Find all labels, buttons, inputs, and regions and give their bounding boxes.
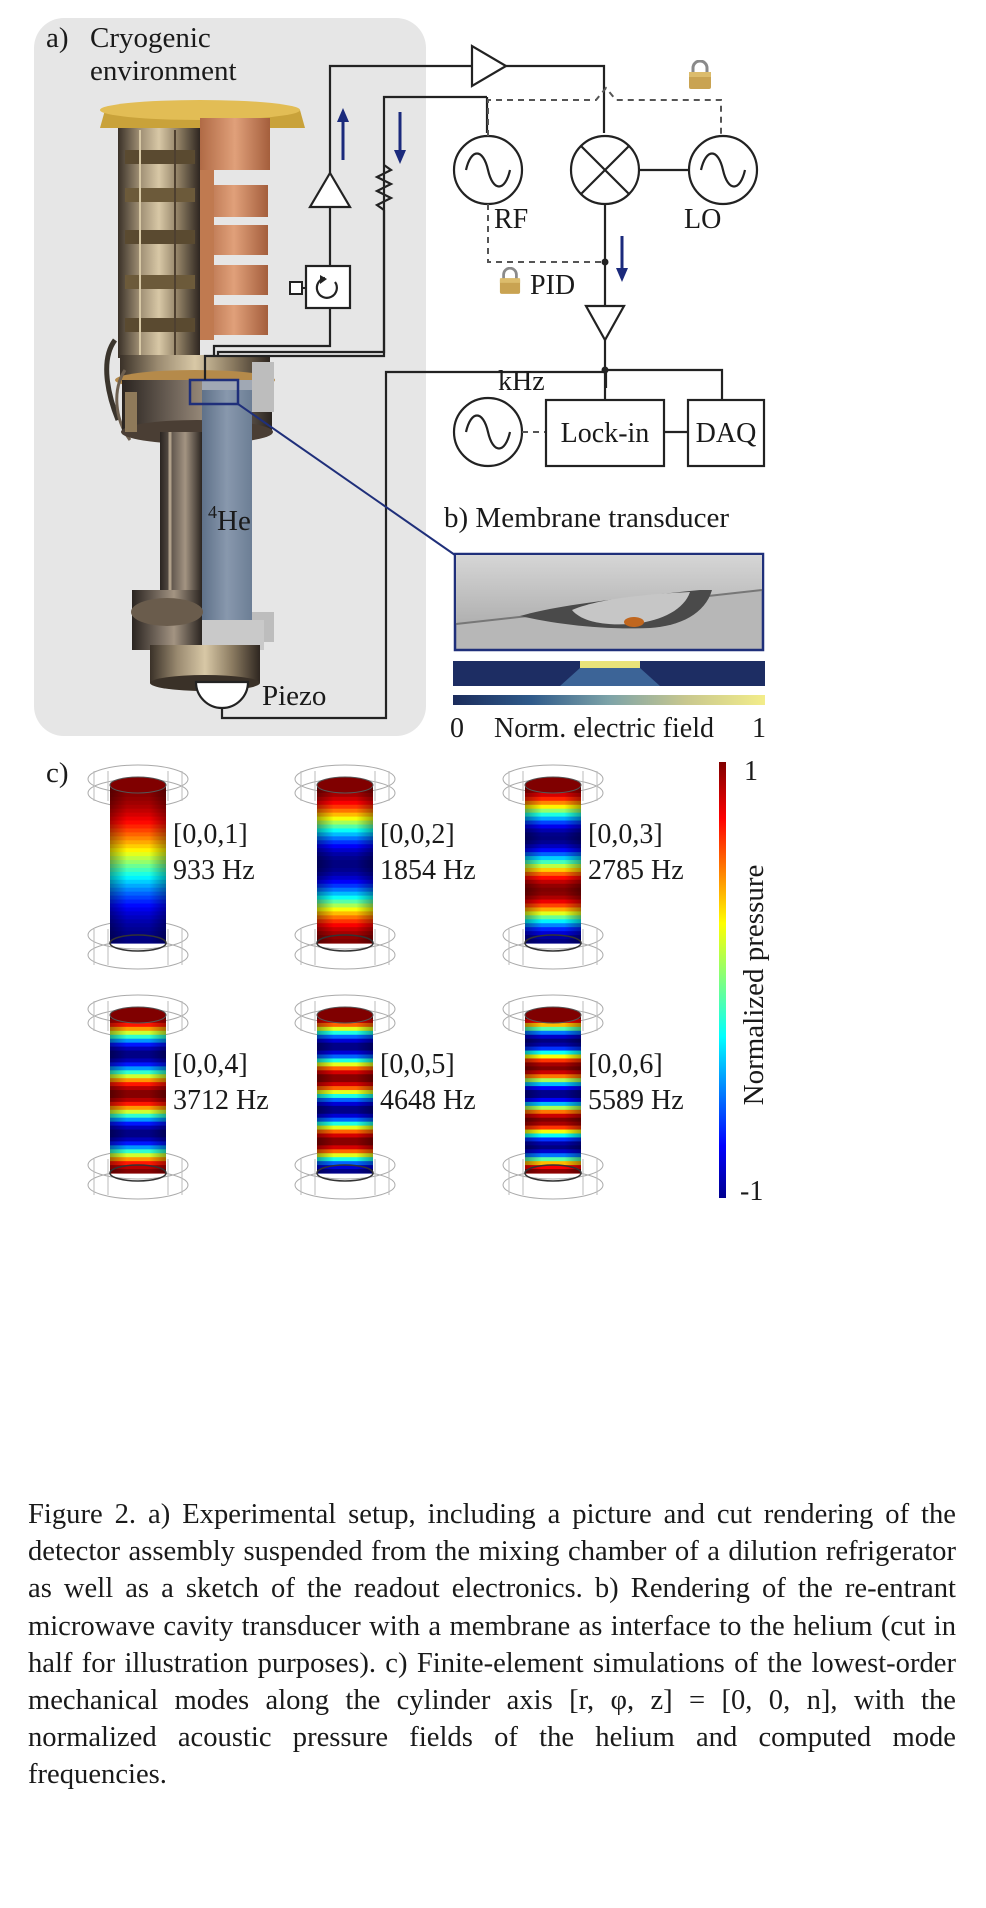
piezo-label: Piezo <box>262 680 326 712</box>
mode-3-label: [0,0,3] <box>588 819 663 850</box>
cryogenic-title-line2: environment <box>90 55 237 87</box>
pid-dashed-line <box>487 204 606 263</box>
rt-amplifier-icon <box>470 44 509 88</box>
lock-icon-top <box>688 60 712 90</box>
pressure-colorbar-max: 1 <box>744 756 758 787</box>
mode-3-frequency: 2785 Hz <box>588 855 684 886</box>
lockin-box <box>544 398 666 468</box>
mode-2-frequency: 1854 Hz <box>380 855 476 886</box>
transducer-highlight-box <box>188 378 240 406</box>
daq-box <box>686 398 766 468</box>
lock-icon-pid <box>499 267 521 295</box>
mode-1-frequency: 933 Hz <box>173 855 255 886</box>
mode-4-frequency: 3712 Hz <box>173 1085 269 1116</box>
zoom-line <box>237 403 456 556</box>
cryogenic-title-line1: Cryogenic <box>90 22 211 54</box>
if-amplifier-icon <box>584 304 626 343</box>
khz-source <box>452 396 524 468</box>
lo-source <box>687 134 759 206</box>
efield-colorbar-label: Norm. electric field <box>494 713 714 744</box>
rf-label: RF <box>494 204 528 235</box>
mode-6-label: [0,0,6] <box>588 1049 663 1080</box>
mode-4-simulation: [0,0,4] 3712 Hz <box>87 994 269 1200</box>
efield-colorbar <box>453 695 765 705</box>
lo-rf-lock-line <box>487 86 722 136</box>
efield-colorbar-max: 1 <box>752 713 766 744</box>
circulator-termination <box>289 281 303 295</box>
mode-4-label: [0,0,4] <box>173 1049 248 1080</box>
lo-label: LO <box>684 204 721 235</box>
figure-caption: Figure 2. a) Experimental setup, includi… <box>28 1499 956 1791</box>
mode-1-label: [0,0,1] <box>173 819 248 850</box>
pressure-colorbar <box>719 762 726 1198</box>
figure-2: a) Cryogenic environment <box>34 18 770 1207</box>
cryo-amplifier-icon <box>308 170 352 209</box>
pid-label: PID <box>530 270 575 301</box>
panel-b-title: b) Membrane transducer <box>444 502 729 534</box>
circulator-box <box>304 264 352 310</box>
mode-5-label: [0,0,5] <box>380 1049 455 1080</box>
circulator-icon <box>315 276 338 299</box>
khz-label: kHz <box>498 366 545 397</box>
pressure-colorbar-min: -1 <box>740 1176 763 1207</box>
mode-6-frequency: 5589 Hz <box>588 1085 684 1116</box>
pressure-colorbar-label: Normalized pressure <box>738 865 770 1106</box>
mode-1-simulation: [0,0,1] 933 Hz <box>87 764 255 970</box>
daq-label: DAQ <box>696 418 757 449</box>
mode-6-simulation: [0,0,6] 5589 Hz <box>502 994 684 1200</box>
lockin-label: Lock-in <box>561 418 650 449</box>
mode-3-simulation: [0,0,3] 2785 Hz <box>502 764 684 970</box>
resistor-icon <box>374 164 394 211</box>
panel-c-label: c) <box>46 757 69 789</box>
membrane-rendering <box>453 552 765 652</box>
mode-simulations: [0,0,1] 933 Hz [0,0,2] 1854 Hz [0,0,3] 2785 H… <box>87 764 684 1200</box>
rf-source <box>452 134 524 206</box>
mode-5-simulation: [0,0,5] 4648 Hz <box>294 994 476 1200</box>
mixer <box>569 134 641 206</box>
mode-2-simulation: [0,0,2] 1854 Hz <box>294 764 476 970</box>
mode-2-label: [0,0,2] <box>380 819 455 850</box>
piezo-symbol <box>194 680 250 710</box>
efield-map <box>453 661 765 686</box>
detector-assembly-picture <box>100 95 487 691</box>
efield-colorbar-min: 0 <box>450 713 464 744</box>
helium-label: 4He <box>208 502 251 537</box>
panel-a-label: a) <box>46 22 69 54</box>
mode-5-frequency: 4648 Hz <box>380 1085 476 1116</box>
